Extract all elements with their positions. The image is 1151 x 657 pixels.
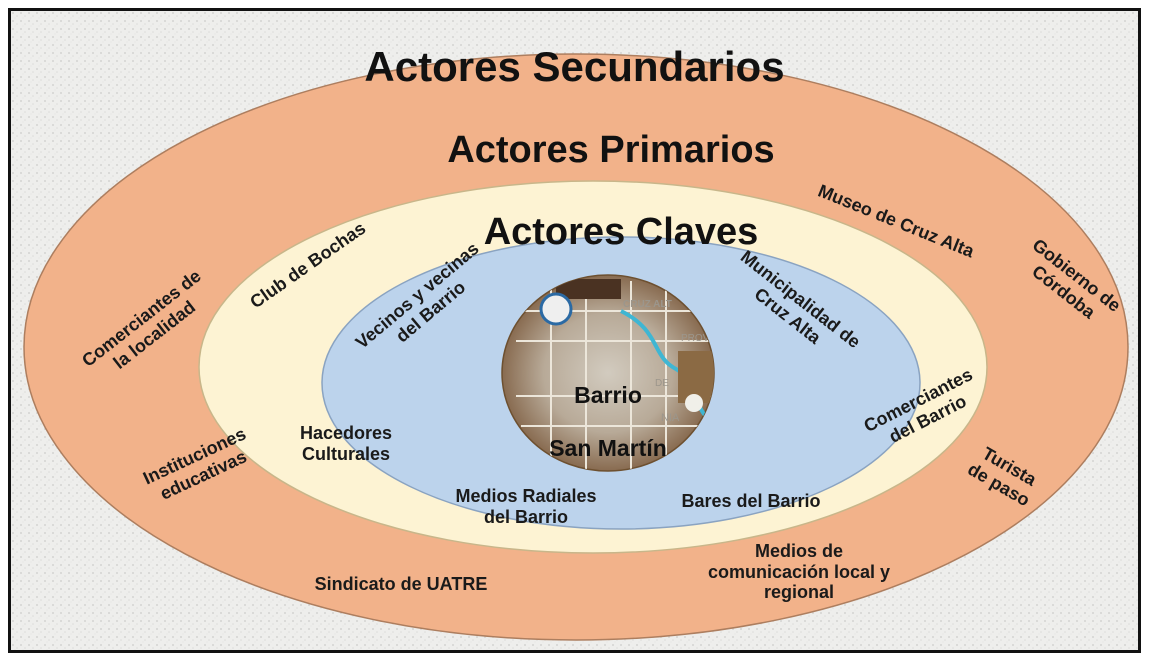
diagram-canvas: CRUZ ALT PROV DE NIA Actores Secundarios… — [8, 8, 1141, 653]
center-label-line1: Barrio — [574, 382, 642, 409]
map-photo: CRUZ ALT PROV DE NIA — [501, 274, 715, 472]
photo-text-de: DE — [655, 378, 669, 389]
label-bares: Bares del Barrio — [681, 491, 821, 511]
title-actores-secundarios: Actores Secundarios — [364, 43, 785, 90]
diagram-graphics: CRUZ ALT PROV DE NIA — [11, 11, 1138, 650]
label-hacedores: Hacedores Culturales — [299, 423, 393, 464]
label-medios-radiales: Medios Radiales del Barrio — [455, 486, 597, 527]
center-label-barrio: Barrio San Martín — [508, 356, 708, 462]
photo-text-cruz: CRUZ ALT — [623, 299, 672, 310]
title-actores-claves: Actores Claves — [483, 211, 759, 253]
label-medios-comunicacion: Medios de comunicación local y regional — [707, 541, 891, 603]
label-sindicato: Sindicato de UATRE — [314, 574, 488, 594]
center-label-line2: San Martín — [549, 435, 667, 462]
title-actores-primarios: Actores Primarios — [447, 129, 775, 171]
photo-text-prov: PROV — [681, 333, 710, 344]
photo-text-nia: NIA — [661, 412, 680, 424]
